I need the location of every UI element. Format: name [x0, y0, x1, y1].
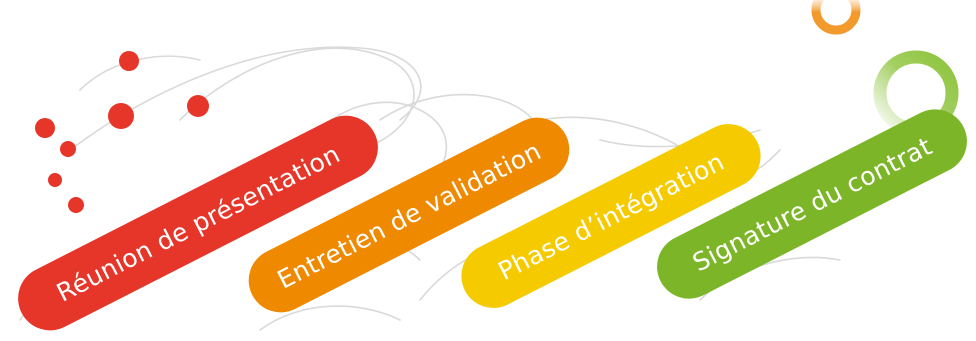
dot: [60, 141, 76, 157]
dot: [187, 95, 209, 117]
dot: [119, 51, 139, 71]
dot: [68, 197, 84, 213]
orange-ring: [811, 0, 861, 35]
dot: [48, 173, 62, 187]
dot: [35, 118, 55, 138]
dots: [35, 51, 209, 213]
dot: [108, 103, 134, 129]
